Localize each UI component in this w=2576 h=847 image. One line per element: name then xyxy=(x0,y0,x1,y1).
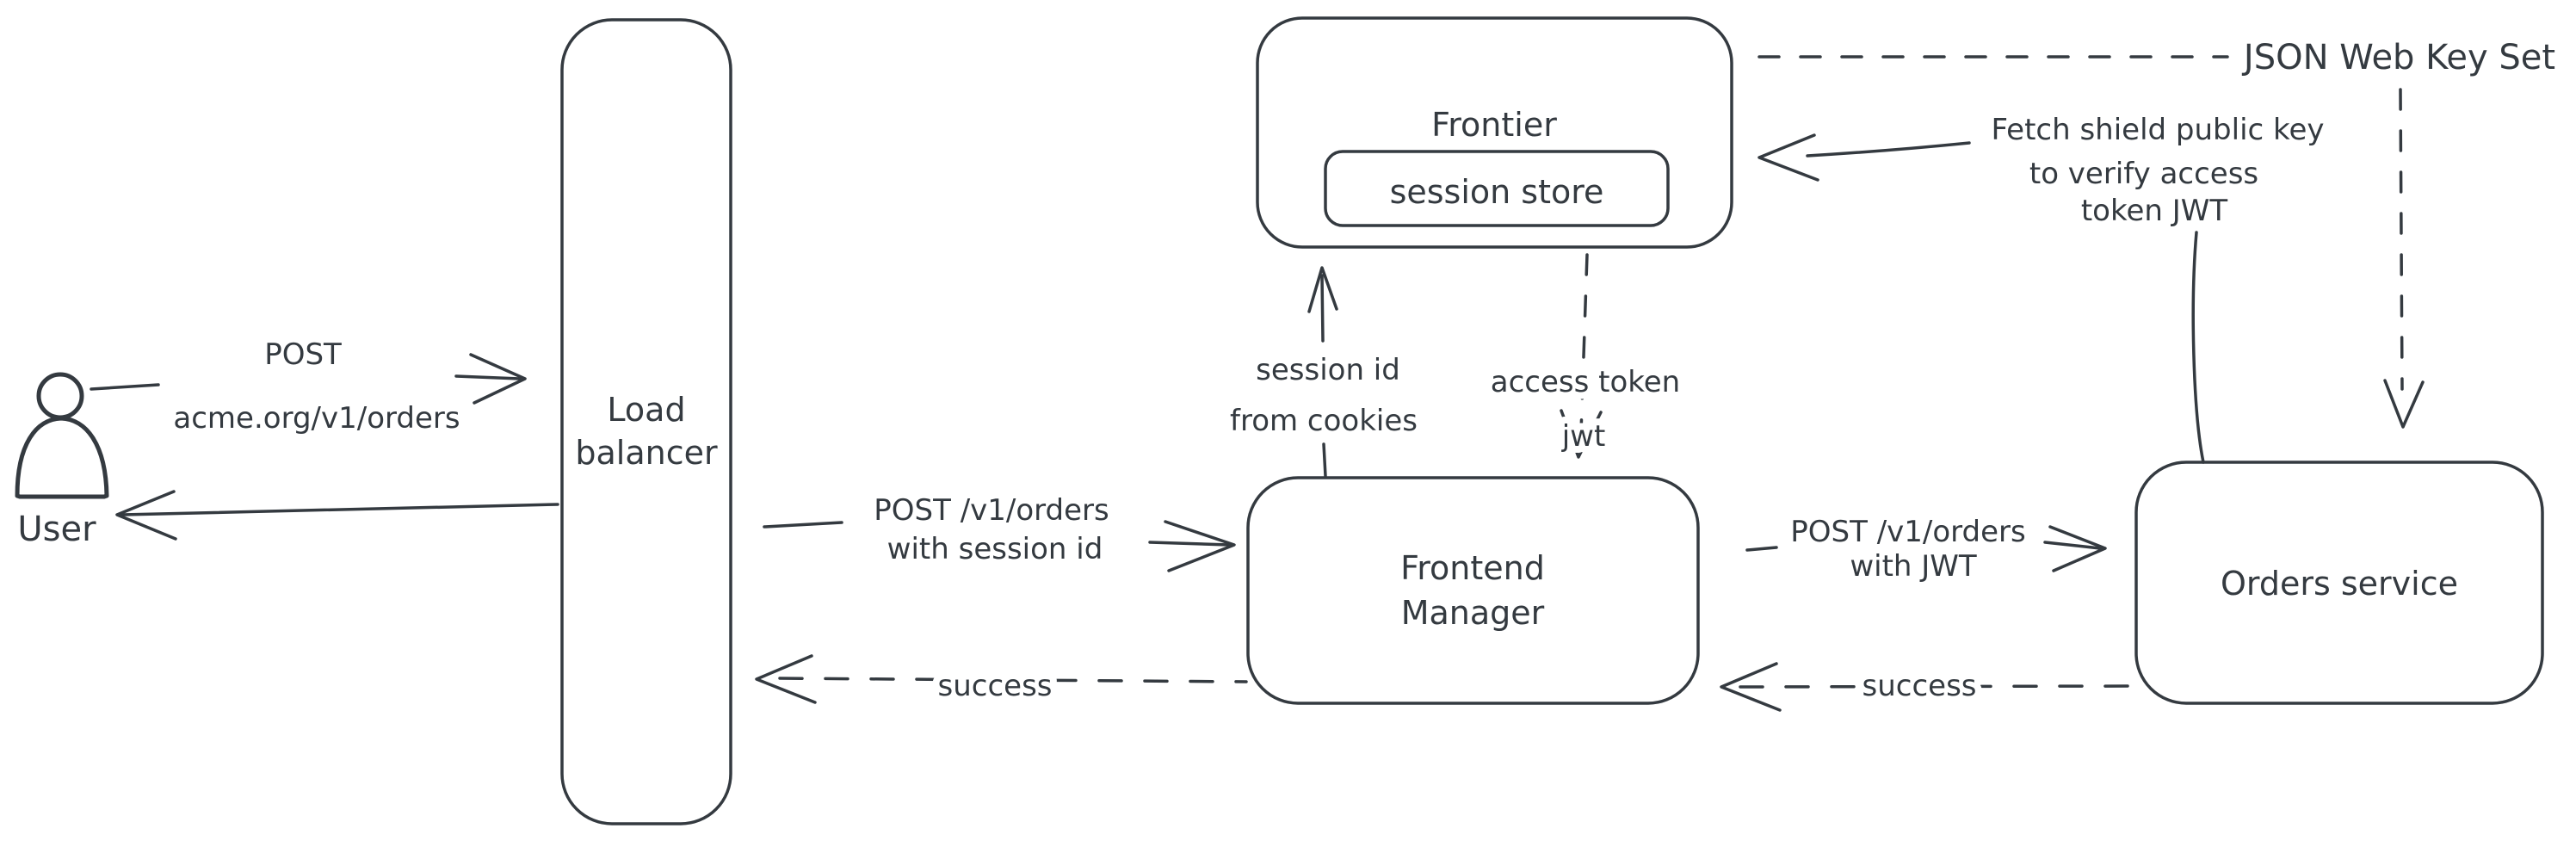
arrowhead-left-icon xyxy=(115,490,177,541)
user-to-lb-label-line1: POST xyxy=(264,337,342,372)
fm-to-orders-label-line2: with JWT xyxy=(1850,549,1977,584)
arrow-fm-to-frontier xyxy=(1307,266,1338,478)
arrow-orders-to-frontier xyxy=(1757,133,2205,464)
arrowhead-right-icon xyxy=(2048,525,2107,572)
user-label: User xyxy=(17,510,96,549)
user-body-icon xyxy=(15,416,109,499)
frontier-to-fm-label-line1: access token xyxy=(1491,365,1680,399)
load-balancer-label-line2: balancer xyxy=(575,434,718,472)
orders-to-frontier-label-line1: Fetch shield public key xyxy=(1991,113,2324,147)
user-actor: User xyxy=(15,372,109,549)
orders-to-frontier-label-line2: to verify access xyxy=(2029,157,2258,191)
arrow-frontier-to-fm xyxy=(1560,253,1603,459)
fm-to-orders-label-line1: POST /v1/orders xyxy=(1790,515,2025,549)
orders-to-frontier-label-line3: token JWT xyxy=(2081,194,2228,228)
user-head-icon xyxy=(36,372,84,420)
orders-to-fm-success-label: success xyxy=(1863,669,1977,703)
lb-to-fm-label-line1: POST /v1/orders xyxy=(874,493,1109,528)
arrowhead-left-icon xyxy=(1757,133,1819,182)
frontend-manager-label-line2: Manager xyxy=(1401,594,1545,632)
orders-service-node: Orders service xyxy=(2134,461,2544,705)
fm-to-frontier-label-line1: session id xyxy=(1256,353,1400,387)
orders-service-label: Orders service xyxy=(2221,565,2458,603)
arrowhead-right-icon xyxy=(1164,520,1236,572)
session-store-box xyxy=(1324,150,1670,227)
frontend-manager-box xyxy=(1246,476,1700,705)
arrow-fm-to-orders xyxy=(1745,525,2107,572)
arrow-jwks-to-orders xyxy=(2383,88,2425,429)
arrowhead-left-icon xyxy=(1720,662,1782,712)
orders-service-box xyxy=(2134,461,2544,705)
arrowhead-right-icon xyxy=(469,353,527,405)
arrow-load-balancer-to-user xyxy=(115,490,559,541)
load-balancer-label-line1: Load xyxy=(607,391,685,429)
arrowhead-left-icon xyxy=(755,654,817,704)
arrow-orders-to-fm-success xyxy=(1720,662,2133,712)
frontier-label: Frontier xyxy=(1431,106,1557,144)
arrowhead-up-icon xyxy=(1307,266,1338,313)
arrow-fm-to-lb-success xyxy=(755,654,1248,704)
lb-to-fm-label-line2: with session id xyxy=(887,532,1103,566)
frontend-manager-node: Frontend Manager xyxy=(1246,476,1700,705)
arrowhead-down-icon xyxy=(1560,409,1603,459)
arrowhead-down-icon xyxy=(2383,379,2425,429)
load-balancer-box xyxy=(560,18,732,825)
jwks-label: JSON Web Key Set xyxy=(2241,38,2555,77)
frontend-manager-label-line1: Frontend xyxy=(1400,549,1545,587)
arrow-user-to-load-balancer xyxy=(90,353,527,405)
load-balancer-node: Load balancer xyxy=(560,18,732,825)
session-store-label: session store xyxy=(1390,173,1604,211)
arrow-lb-to-frontend-manager xyxy=(763,520,1236,572)
user-to-lb-label-line2: acme.org/v1/orders xyxy=(173,401,460,436)
frontier-to-fm-label-line2: jwt xyxy=(1561,419,1606,454)
fm-to-lb-success-label: success xyxy=(938,669,1053,703)
frontier-node: Frontier session store xyxy=(1256,16,1733,249)
fm-to-frontier-label-line2: from cookies xyxy=(1230,404,1418,438)
